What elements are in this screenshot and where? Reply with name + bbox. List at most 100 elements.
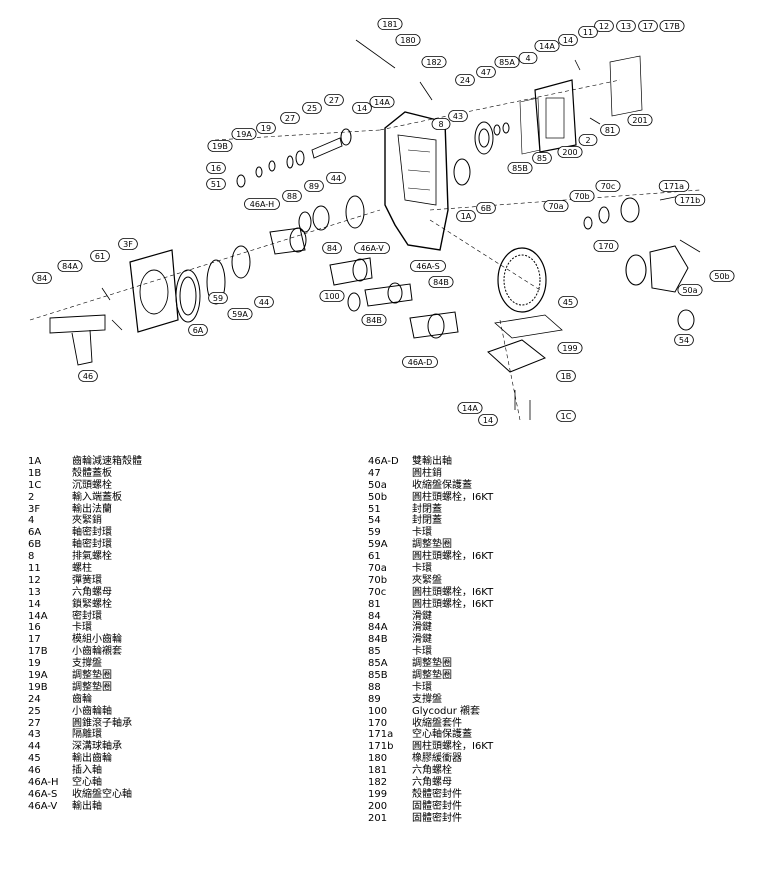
legend-code: 85	[368, 646, 381, 658]
callout-bubble	[118, 238, 138, 250]
callout: 70a	[543, 200, 569, 212]
legend-description: 插入軸	[72, 765, 102, 777]
callout-bubble	[557, 342, 583, 354]
callout-bubble	[206, 178, 226, 190]
callout: 46A-H	[244, 198, 280, 210]
input-cover	[534, 79, 577, 153]
callout-number: 181	[382, 20, 397, 29]
legend-description: 收縮盤保護蓋	[412, 479, 472, 491]
callout-number: 44	[331, 174, 341, 183]
callout-bubble	[578, 26, 598, 38]
legend-description: 收縮盤空心軸	[72, 788, 132, 800]
callout-number: 84B	[433, 278, 449, 287]
legend-code: 84	[368, 610, 381, 622]
callout-bubble	[428, 276, 454, 288]
callout-number: 27	[285, 114, 295, 123]
callout-bubble	[254, 296, 274, 308]
callout-number: 180	[400, 36, 415, 45]
callout: 14A	[534, 40, 560, 52]
output-gear	[497, 247, 547, 313]
callout: 81	[600, 124, 620, 136]
callout: 1C	[556, 410, 576, 422]
callout-number: 61	[95, 252, 105, 261]
callout: 46	[78, 370, 98, 382]
callout-bubble	[448, 110, 468, 122]
callout: 59	[208, 292, 228, 304]
callout: 54	[674, 334, 694, 346]
callout: 14	[558, 34, 578, 46]
callout-bubble	[244, 198, 280, 210]
legend-item: 54 封閉蓋	[368, 515, 493, 527]
legend-code: 46A-S	[28, 788, 58, 800]
legend-description: 收縮盤套件	[412, 717, 462, 729]
callout: 12	[594, 20, 614, 32]
callout: 59A	[227, 308, 253, 320]
legend-code: 54	[368, 515, 381, 527]
callout-number: 44	[259, 298, 269, 307]
legend-code: 70c	[368, 586, 387, 598]
callout: 200	[557, 146, 583, 158]
callout-bubble	[207, 140, 233, 152]
legend-code: 11	[28, 563, 41, 575]
legend-description: 卡環	[412, 646, 432, 658]
callout-number: 46A-S	[416, 262, 439, 271]
callout: 50a	[677, 284, 703, 296]
callout-bubble	[395, 34, 421, 46]
callout-bubble	[494, 56, 520, 68]
callout-number: 19B	[212, 142, 228, 151]
legend-code: 25	[28, 705, 41, 717]
legend-description: 齒輪減速箱殼體	[72, 456, 142, 467]
callout: 85A	[494, 56, 520, 68]
legend-description: 圓柱銷	[412, 467, 442, 479]
legend-description: 封閉蓋	[412, 515, 442, 527]
callout: 70c	[595, 180, 621, 192]
callout-number: 27	[329, 96, 339, 105]
callout-bubble	[206, 162, 226, 174]
callout: 11	[578, 26, 598, 38]
legend-code: 27	[28, 717, 41, 729]
callout-number: 19	[261, 124, 271, 133]
callout-bubble	[532, 152, 552, 164]
callout-number: 24	[460, 76, 470, 85]
callout-number: 84B	[366, 316, 382, 325]
legend-code: 170	[368, 717, 388, 729]
callout: 25	[302, 102, 322, 114]
callout-number: 25	[307, 104, 317, 113]
callout: 14	[478, 414, 498, 426]
callout-number: 201	[632, 116, 647, 125]
callout: 47	[476, 66, 496, 78]
callout: 46A-D	[402, 356, 438, 368]
legend-description: 殼體密封件	[412, 788, 462, 800]
callout-number: 4	[525, 54, 530, 63]
legend-description: 六角螺栓	[412, 765, 452, 777]
callout: 43	[448, 110, 468, 122]
legend-code: 44	[28, 741, 41, 753]
callout-bubble	[518, 52, 538, 64]
callout-number: 51	[211, 180, 221, 189]
legend-code: 59A	[368, 539, 388, 551]
legend-code: 199	[368, 788, 388, 800]
callout-bubble	[421, 56, 447, 68]
legend-code: 201	[368, 812, 388, 824]
legend-description: 輸出法蘭	[72, 503, 112, 515]
